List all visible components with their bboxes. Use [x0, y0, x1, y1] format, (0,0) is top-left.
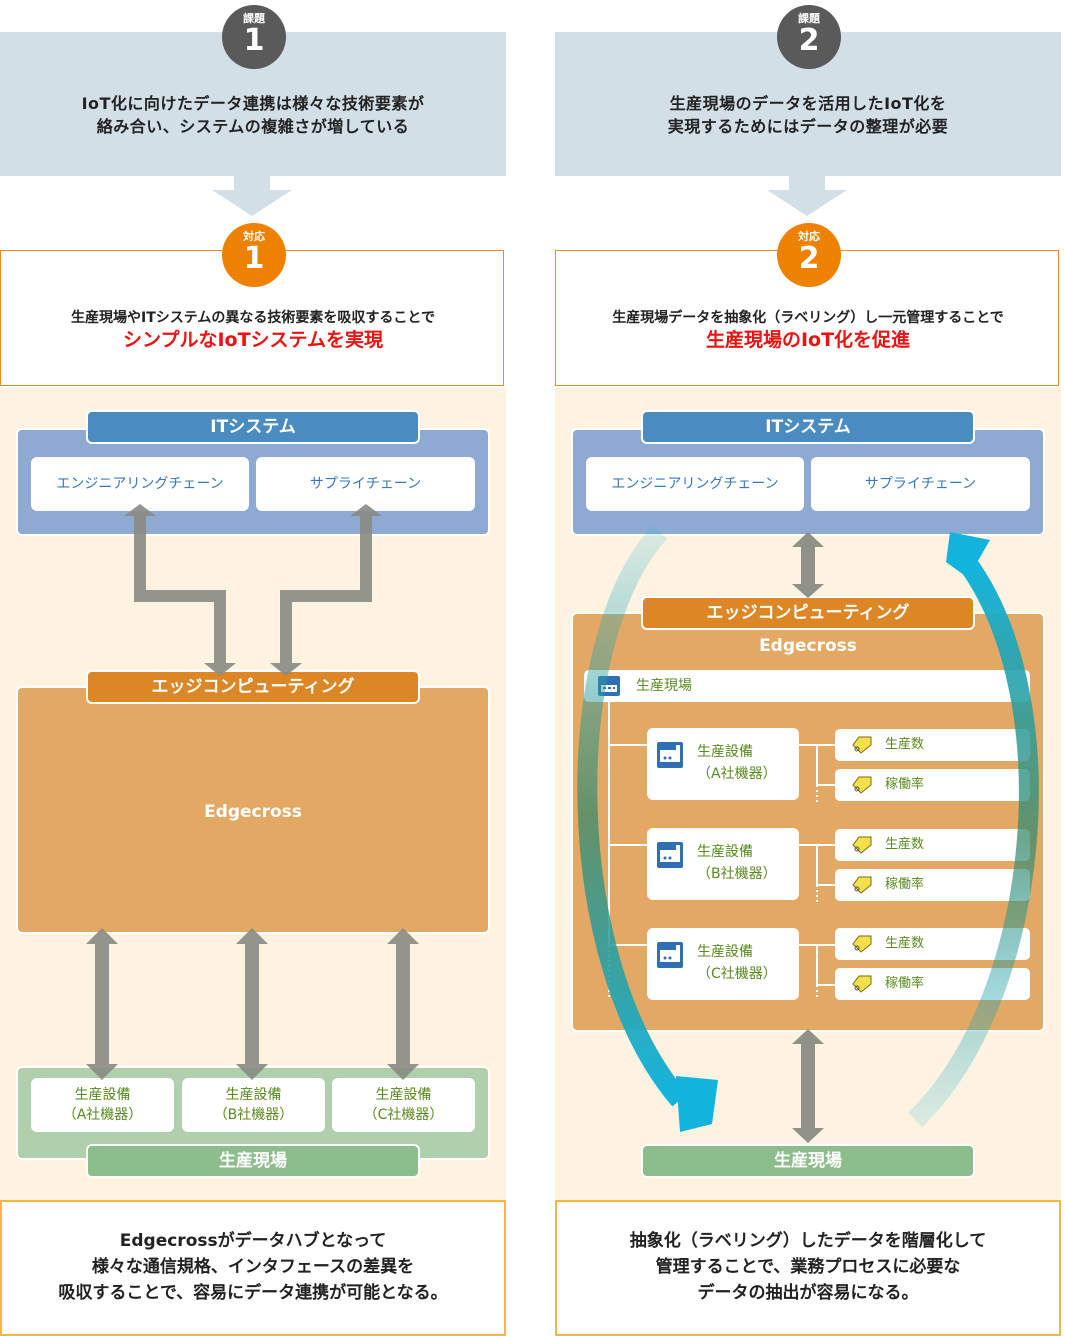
equipment-vendor: （A社機器）	[697, 766, 777, 782]
right-column: 生産現場のデータを活用したIoT化を 実現するためにはデータの整理が必要 課題 …	[555, 0, 1061, 1336]
solution-2-highlight: 生産現場のIoT化を促進	[705, 329, 911, 351]
solution-badge-number: 2	[798, 241, 820, 276]
summary-line: 管理することで、業務プロセスに必要な	[655, 1257, 961, 1277]
equipment-name: 生産設備	[74, 1087, 131, 1103]
equipment-vendor: （B社機器）	[213, 1107, 294, 1123]
tag-label: 生産数	[885, 936, 925, 951]
tag-label: 稼働率	[885, 976, 925, 991]
summary-2-box	[555, 1200, 1061, 1336]
it-system-title: ITシステム	[641, 410, 975, 444]
issue-badge-label: 課題	[798, 12, 820, 25]
equipment-a-box: 生産設備 （A社機器）	[31, 1078, 174, 1132]
equipment-name: 生産設備	[697, 944, 753, 960]
equipment-b-box: 生産設備 （B社機器）	[182, 1078, 325, 1132]
solution-2-text: 生産現場データを抽象化（ラベリング）し一元管理することで	[612, 310, 1004, 326]
factory-icon	[598, 676, 620, 696]
issue-1-line-1: IoT化に向けたデータ連携は様々な技術要素が	[81, 94, 425, 113]
issue-1-text: IoT化に向けたデータ連携は様々な技術要素が 絡み合い、システムの複雑さが増して…	[0, 92, 506, 138]
equipment-name: 生産設備	[697, 844, 753, 860]
issue-badge-number: 2	[798, 23, 820, 58]
solution-1-text: 生産現場やITシステムの異なる技術要素を吸収することで	[71, 310, 435, 326]
tag-icon	[852, 736, 872, 754]
engineering-chain-box: エンジニアリングチェーン	[586, 457, 804, 511]
equipment-name: 生産設備	[225, 1087, 282, 1103]
supply-chain-box: サプライチェーン	[811, 457, 1030, 511]
solution-badge-label: 対応	[243, 230, 265, 243]
edge-computing-title: エッジコンピューティング	[86, 670, 420, 704]
issue-badge-number: 1	[243, 23, 265, 58]
solution-1-highlight: シンプルなIoTシステムを実現	[123, 329, 383, 351]
supply-chain-box: サプライチェーン	[256, 457, 475, 511]
issue-1-badge: 課題 1	[222, 5, 286, 69]
tag-icon	[852, 935, 872, 953]
tag-operating-rate: 稼働率	[835, 968, 1030, 1000]
tag-icon	[852, 836, 872, 854]
tag-label: 稼働率	[885, 777, 925, 792]
it-system-title: ITシステム	[86, 410, 420, 444]
equipment-vendor: （A社機器）	[62, 1107, 143, 1123]
summary-2-text: 抽象化（ラベリング）したデータを階層化して 管理することで、業務プロセスに必要な…	[555, 1228, 1061, 1306]
issue-badge-label: 課題	[243, 12, 265, 25]
issue-2-line-1: 生産現場のデータを活用したIoT化を	[669, 94, 947, 113]
tree-root-field: 生産現場	[584, 670, 1030, 702]
equipment-icon	[657, 942, 683, 968]
issue-1-line-2: 絡み合い、システムの複雑さが増している	[96, 117, 410, 136]
field-title: 生産現場	[86, 1144, 420, 1178]
equipment-name: 生産設備	[697, 744, 753, 760]
tag-label: 生産数	[885, 837, 925, 852]
summary-line: 様々な通信規格、インタフェースの差異を	[91, 1257, 415, 1277]
tree-equipment-c: 生産設備 （C社機器）	[647, 928, 799, 1000]
tag-label: 生産数	[885, 737, 925, 752]
solution-badge-number: 1	[243, 241, 265, 276]
tag-production-count: 生産数	[835, 928, 1030, 960]
down-arrow-icon	[212, 176, 292, 216]
engineering-chain-box: エンジニアリングチェーン	[31, 457, 249, 511]
tree-equipment-a: 生産設備 （A社機器）	[647, 728, 799, 800]
tag-operating-rate: 稼働率	[835, 769, 1030, 801]
edge-computing-title: エッジコンピューティング	[641, 596, 975, 630]
equipment-vendor: （C社機器）	[697, 966, 777, 982]
tree-root-label: 生産現場	[636, 678, 692, 694]
equipment-c-box: 生産設備 （C社機器）	[332, 1078, 475, 1132]
equipment-icon	[657, 742, 683, 768]
equipment-icon	[657, 842, 683, 868]
issue-2-badge: 課題 2	[777, 5, 841, 69]
solution-2-badge: 対応 2	[777, 223, 841, 287]
tag-production-count: 生産数	[835, 729, 1030, 761]
issue-2-line-2: 実現するためにはデータの整理が必要	[667, 117, 949, 136]
tag-icon	[852, 975, 872, 993]
solution-badge-label: 対応	[798, 230, 820, 243]
summary-line: Edgecrossがデータハブとなって	[119, 1231, 387, 1251]
summary-line: 抽象化（ラベリング）したデータを階層化して	[629, 1231, 987, 1251]
edgecross-label: Edgecross	[204, 802, 302, 822]
summary-line: データの抽出が容易になる。	[697, 1283, 919, 1303]
tag-operating-rate: 稼働率	[835, 869, 1030, 901]
solution-1-badge: 対応 1	[222, 223, 286, 287]
equipment-vendor: （B社機器）	[697, 866, 777, 882]
left-column: IoT化に向けたデータ連携は様々な技術要素が 絡み合い、システムの複雑さが増して…	[0, 0, 506, 1336]
field-title: 生産現場	[641, 1144, 975, 1178]
tag-production-count: 生産数	[835, 829, 1030, 861]
tree-equipment-b: 生産設備 （B社機器）	[647, 828, 799, 900]
summary-line: 吸収することで、容易にデータ連携が可能となる。	[58, 1283, 448, 1303]
tag-icon	[852, 876, 872, 894]
tag-label: 稼働率	[885, 877, 925, 892]
tag-icon	[852, 776, 872, 794]
summary-1-box	[0, 1200, 506, 1336]
equipment-name: 生産設備	[375, 1087, 432, 1103]
down-arrow-icon	[767, 176, 847, 216]
edgecross-label: Edgecross	[759, 636, 857, 656]
equipment-vendor: （C社機器）	[363, 1107, 444, 1123]
issue-2-text: 生産現場のデータを活用したIoT化を 実現するためにはデータの整理が必要	[555, 92, 1061, 138]
summary-1-text: Edgecrossがデータハブとなって 様々な通信規格、インタフェースの差異を …	[0, 1228, 506, 1306]
